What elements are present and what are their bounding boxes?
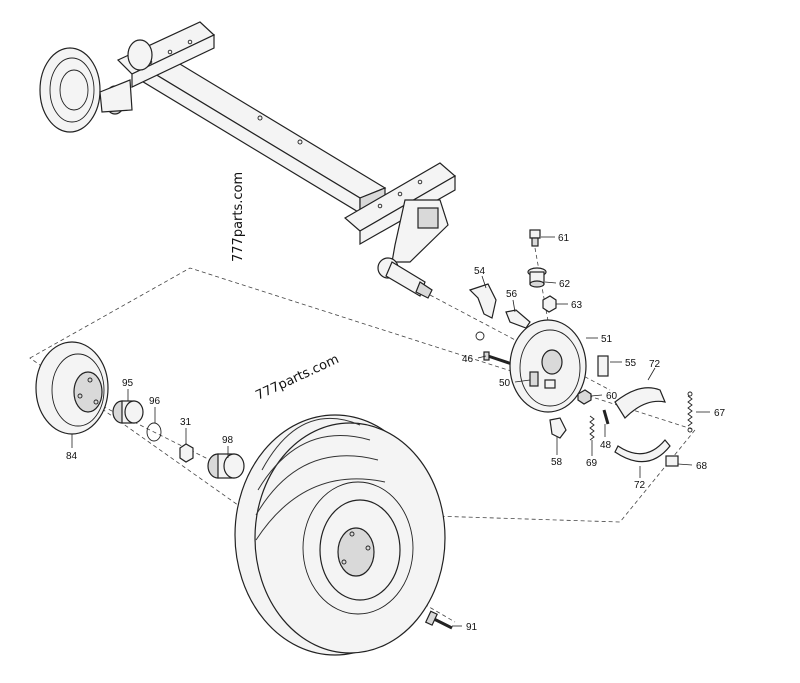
callout-68: 68 [696, 461, 708, 472]
callout-60: 60 [606, 391, 618, 402]
part-31-nut [179, 443, 194, 463]
part-72-lower-shoe [614, 439, 671, 463]
part-96-snap-ring [146, 422, 162, 442]
part-55-clip [597, 355, 609, 377]
part-69-spring [589, 415, 595, 441]
part-46-bolt [483, 351, 513, 366]
part-60-nut [577, 389, 592, 405]
part-67-spring [687, 391, 693, 433]
part-91-bolt [424, 610, 453, 630]
callout-48: 48 [600, 440, 612, 451]
wheel-tire [234, 414, 446, 656]
callout-54: 54 [474, 266, 486, 277]
callout-56: 56 [506, 289, 518, 300]
callout-62: 62 [559, 279, 571, 290]
callout-46: 46 [462, 354, 474, 365]
callout-72-upper: 72 [649, 359, 661, 370]
spindle-arm [377, 199, 449, 299]
part-63-nut [542, 295, 557, 313]
callout-51: 51 [601, 334, 613, 345]
part-62-bushing [527, 267, 547, 288]
part-51-backing-plate [509, 319, 587, 413]
part-95-bearing [112, 400, 144, 424]
callout-58: 58 [551, 457, 563, 468]
callout-55: 55 [625, 358, 637, 369]
part-61-bolt [529, 229, 541, 247]
assembly-boundary [29, 267, 696, 523]
callout-91: 91 [466, 622, 478, 633]
left-hub-assembly [39, 39, 153, 133]
watermark-diagonal: 777parts.com [253, 352, 341, 404]
part-54-lever [468, 283, 497, 319]
callout-95: 95 [122, 378, 134, 389]
part-98-bearing [207, 453, 245, 479]
leader-lines [71, 236, 710, 627]
callout-72-lower: 72 [634, 480, 646, 491]
washer [475, 331, 485, 341]
callout-31: 31 [180, 417, 192, 428]
part-68-clip [665, 455, 679, 467]
callout-50: 50 [499, 378, 511, 389]
part-48-screw [602, 409, 610, 425]
callout-labels: 61 62 63 54 56 51 55 46 50 60 72 67 48 5… [66, 233, 726, 633]
callout-61: 61 [558, 233, 570, 244]
callout-84: 84 [66, 451, 78, 462]
callout-67: 67 [714, 408, 726, 419]
callout-96: 96 [149, 396, 161, 407]
part-72-upper-shoe [614, 387, 666, 419]
part-58-bracket [549, 417, 567, 439]
callout-63: 63 [571, 300, 583, 311]
part-56-link [505, 309, 531, 329]
part-84-drum [35, 341, 109, 435]
callout-69: 69 [586, 458, 598, 469]
watermark-vertical: 777parts.com [231, 172, 246, 262]
callout-98: 98 [222, 435, 234, 446]
